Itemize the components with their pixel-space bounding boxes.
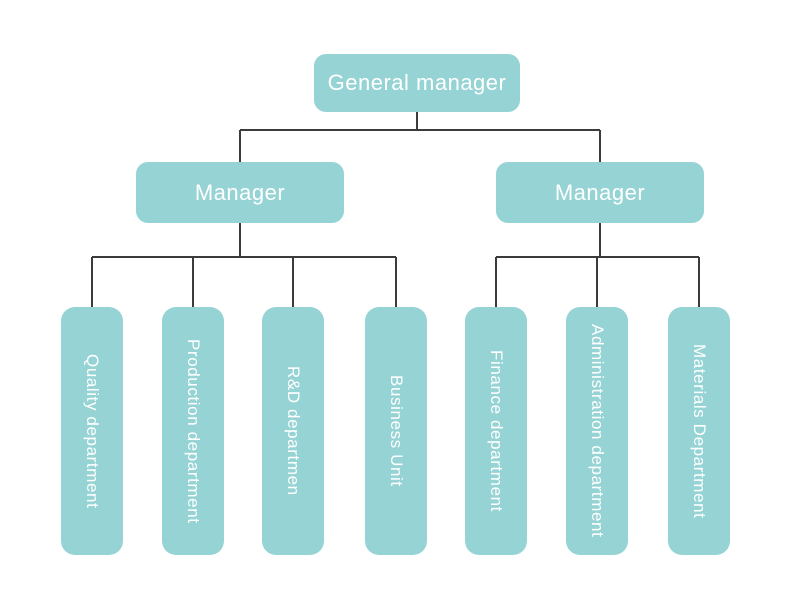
node-finance-department[interactable]: Finance department (465, 307, 527, 555)
node-label: Business Unit (387, 375, 406, 487)
node-rnd-department[interactable]: R&D departmen (262, 307, 324, 555)
node-label: Manager (194, 179, 286, 205)
node-label: Manager (554, 179, 646, 205)
node-production-department[interactable]: Production department (162, 307, 224, 555)
node-quality-department[interactable]: Quality department (61, 307, 123, 555)
node-label: Finance department (487, 350, 506, 512)
node-manager-right[interactable]: Manager (496, 162, 704, 223)
node-label: R&D departmen (284, 366, 303, 496)
node-label: Quality department (83, 353, 102, 509)
node-label: General manager (327, 70, 507, 95)
connector-right-manager-to-departments (495, 223, 700, 307)
node-label: Administration department (588, 324, 607, 538)
connector-left-manager-to-departments (91, 223, 397, 307)
node-materials-department[interactable]: Materials Department (668, 307, 730, 555)
node-label: Production department (184, 338, 203, 524)
node-manager-left[interactable]: Manager (136, 162, 344, 223)
connector-root-to-managers (239, 112, 601, 162)
node-business-unit[interactable]: Business Unit (365, 307, 427, 555)
node-administration-department[interactable]: Administration department (566, 307, 628, 555)
node-label: Materials Department (690, 343, 709, 519)
node-general-manager[interactable]: General manager (314, 54, 520, 112)
